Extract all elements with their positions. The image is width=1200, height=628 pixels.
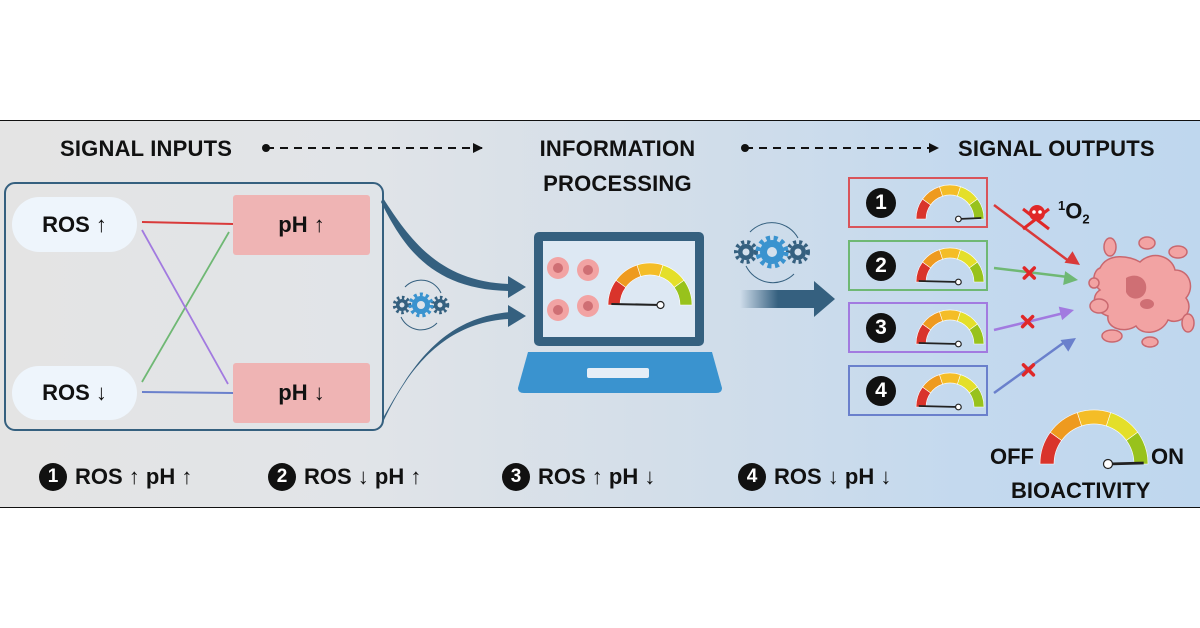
output-box-2: 2 [848,240,988,291]
gauge-needle [958,217,982,220]
output-box-3: 3 [848,302,988,353]
arrowhead [1064,251,1080,265]
processing-heading: PROCESSING [543,171,692,196]
gauge-hub [954,215,962,223]
gauge-hub [1102,458,1114,470]
output-box-1: 1 [848,177,988,228]
output-gauge-icon [915,247,985,286]
gears-icon-left [392,279,450,331]
legend-item-3: 3 ROS ↑ pH ↓ [502,463,655,491]
input-box [4,182,384,431]
gauge-segment [968,198,985,220]
output-gauge-icon [915,184,985,223]
output-arrow [740,281,835,317]
legend-badge: 4 [738,463,766,491]
arrowhead [1060,338,1076,352]
singlet-oxygen-label: 1O2 [1058,198,1090,227]
singlet-oxygen-base: O [1065,198,1083,224]
legend-badge: 3 [502,463,530,491]
signal-inputs-heading: SIGNAL INPUTS [60,136,233,161]
output-number-badge: 1 [866,188,896,218]
legend-item-1: 1 ROS ↑ pH ↑ [39,463,192,491]
output-arrow-1 [993,204,1071,263]
gauge-segment [968,323,985,345]
gauge-segment [968,261,985,283]
on-label: ON [1151,444,1184,469]
legend-item-2: 2 ROS ↓ pH ↑ [268,463,421,491]
information-heading: INFORMATION [539,136,696,161]
gauge-segment [673,279,693,306]
gauge-segment [1076,409,1112,427]
bioactivity-gauge-icon [1039,409,1149,470]
gauge-hub [954,278,962,286]
line-ros-down-ph-down [141,391,234,394]
gauge-needle [918,342,959,345]
arrowhead [1058,306,1074,321]
arrowhead [1063,271,1078,285]
laptop-gauge-icon [607,262,693,310]
bioactivity-label: BIOACTIVITY [1011,478,1151,503]
dashed-arrow-inputs [262,143,483,153]
legend-badge: 2 [268,463,296,491]
legend-text: ROS ↑ pH ↑ [75,464,193,489]
legend-text: ROS ↓ pH ↑ [304,464,422,489]
gauge-needle [611,302,661,307]
line-ros-up-ph-up [141,221,234,225]
skull-crossbones-icon [1022,205,1050,231]
dashed-arrow-outputs [741,143,939,153]
output-arrows [993,204,1080,395]
legend-badge: 1 [39,463,67,491]
ph-up-node: pH ↑ [233,195,370,255]
gauge-hub [954,340,962,348]
gauge-hub [656,300,665,310]
legend-text: ROS ↓ pH ↓ [774,464,892,489]
off-label: OFF [990,444,1034,469]
blocked-x-icon [1022,266,1037,280]
gauge-segment [636,262,664,277]
ph-down-node: pH ↓ [233,363,370,423]
legend-text: ROS ↑ pH ↓ [538,464,656,489]
line-ros-up-ph-down [141,229,229,385]
singlet-oxygen-subscript: 2 [1082,211,1090,227]
output-gauge-icon [915,309,985,348]
output-number-badge: 3 [866,313,896,343]
output-box-4: 4 [848,365,988,416]
gauge-needle [918,405,959,408]
gears-icon-right [734,222,810,284]
blocked-x-icon [1020,314,1035,329]
output-number-badge: 2 [866,251,896,281]
signal-outputs-heading: SIGNAL OUTPUTS [958,136,1155,161]
funnel-arrows [381,198,526,420]
cell-icons [547,257,599,321]
blocked-x-icon [1021,363,1036,377]
legend-item-4: 4 ROS ↓ pH ↓ [738,463,891,491]
gauge-segment [968,386,985,408]
gauge-needle [918,280,959,283]
tumor-cell-icon [1088,236,1195,348]
laptop-icon [518,232,722,393]
ros-up-node: ROS ↑ [12,197,137,252]
gauge-needle [1107,461,1144,466]
singlet-oxygen-superscript: 1 [1058,198,1066,213]
output-number-badge: 4 [866,376,896,406]
gauge-hub [954,403,962,411]
output-gauge-icon [915,372,985,411]
ros-down-node: ROS ↓ [12,366,137,420]
